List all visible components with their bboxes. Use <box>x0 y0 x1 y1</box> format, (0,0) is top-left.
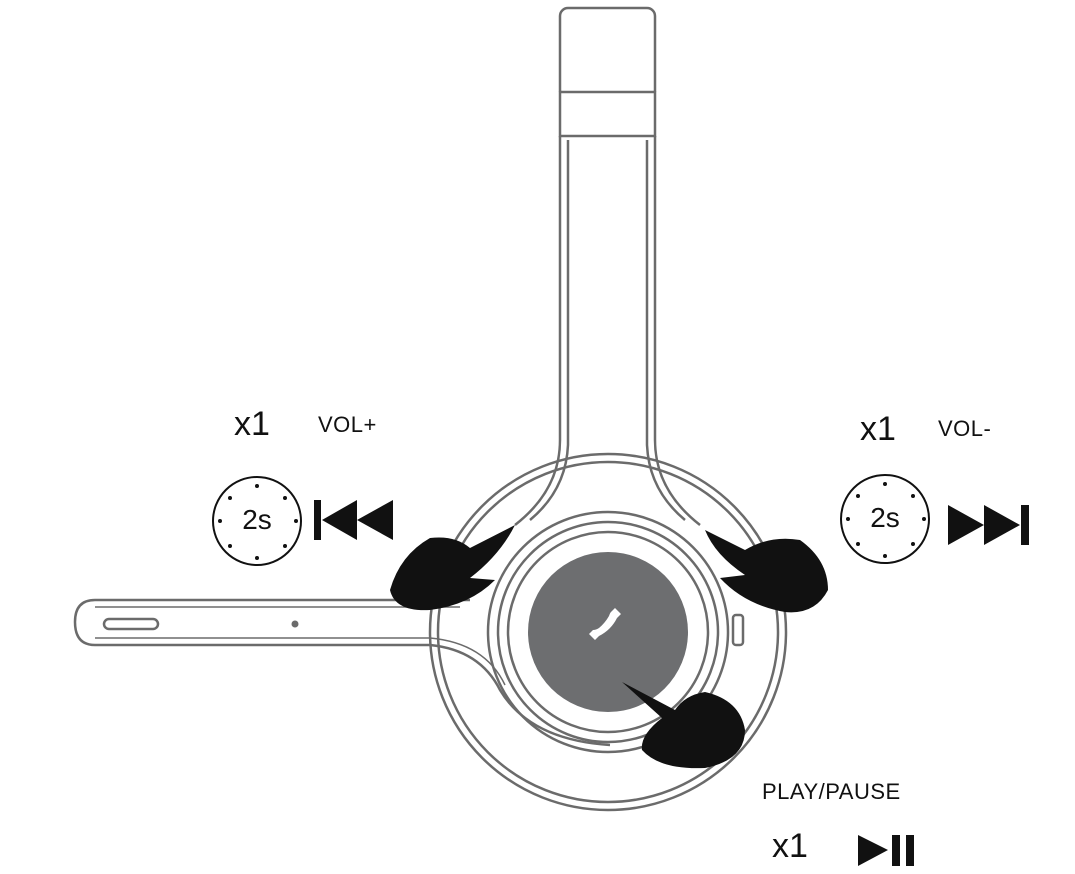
hand-left <box>390 525 515 611</box>
ear-cup <box>428 452 788 812</box>
center-action-label: PLAY/PAUSE <box>762 779 901 804</box>
left-hold-timer: 2s <box>212 476 302 566</box>
right-action-label: VOL- <box>938 416 992 441</box>
left-action-label: VOL+ <box>318 412 377 437</box>
right-hold-duration: 2s <box>870 502 900 533</box>
hand-right <box>705 530 828 613</box>
phone-icon <box>589 608 621 640</box>
mic-dot <box>291 620 299 628</box>
right-press-count: x1 <box>860 410 896 448</box>
right-hold-timer: 2s <box>840 474 930 564</box>
play-pause-icon <box>858 835 914 866</box>
hand-center <box>622 682 745 769</box>
hand-icons <box>390 525 828 769</box>
left-hold-duration: 2s <box>242 504 272 535</box>
left-press-count: x1 <box>234 405 270 443</box>
previous-track-icon <box>314 500 393 540</box>
center-press-count: x1 <box>772 827 808 865</box>
center-button[interactable] <box>528 552 688 712</box>
next-track-icon <box>948 505 1029 545</box>
headband <box>514 6 701 526</box>
